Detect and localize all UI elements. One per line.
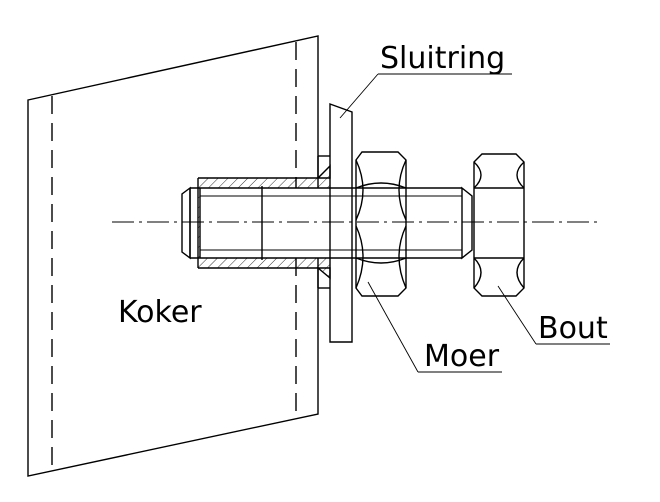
bolt-shank — [181, 186, 473, 260]
bolt-head — [473, 153, 525, 297]
washer — [329, 103, 353, 343]
leader-bolt — [497, 285, 610, 345]
label-tube: Koker — [118, 295, 202, 330]
leader-washer — [339, 73, 512, 119]
nut — [355, 151, 407, 297]
label-bolt: Bout — [538, 311, 608, 346]
label-washer: Sluitring — [380, 41, 505, 76]
leader-nut — [367, 281, 502, 373]
label-nut: Moer — [424, 339, 500, 374]
